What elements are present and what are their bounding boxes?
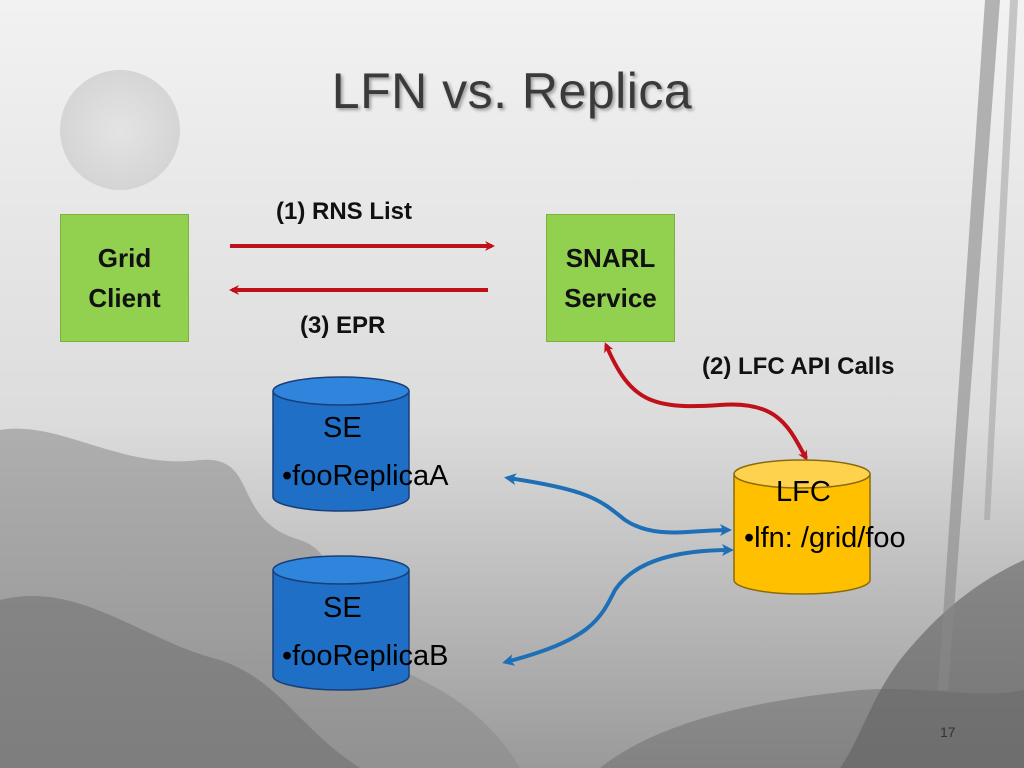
lfc-name: LFC xyxy=(776,476,831,508)
se-b-item: •fooReplicaB xyxy=(282,640,449,672)
snarl-service-label: SNARL Service xyxy=(564,243,657,313)
slide-title: LFN vs. Replica xyxy=(331,63,693,119)
se-b-name: SE xyxy=(323,592,362,624)
se-a-name: SE xyxy=(323,412,362,444)
lfc-api-calls-arrow xyxy=(604,342,808,461)
epr-label: (3) EPR xyxy=(300,312,386,339)
snarl-service-box: SNARL Service xyxy=(546,214,675,342)
grid-client-box: Grid Client xyxy=(60,214,189,342)
se-b-cylinder xyxy=(272,555,410,691)
lfc-cylinder xyxy=(733,459,871,595)
lfc-api-calls-label: (2) LFC API Calls xyxy=(702,353,895,380)
se-b-lfc-arrow xyxy=(502,544,734,666)
rns-list-label: (1) RNS List xyxy=(276,198,413,225)
lfc-item: •lfn: /grid/foo xyxy=(744,522,906,554)
se-a-cylinder xyxy=(272,376,410,512)
se-a-item: •fooReplicaA xyxy=(282,460,449,492)
se-a-lfc-arrow xyxy=(504,473,732,537)
page-number: 17 xyxy=(940,724,956,740)
grid-client-label: Grid Client xyxy=(88,243,161,313)
